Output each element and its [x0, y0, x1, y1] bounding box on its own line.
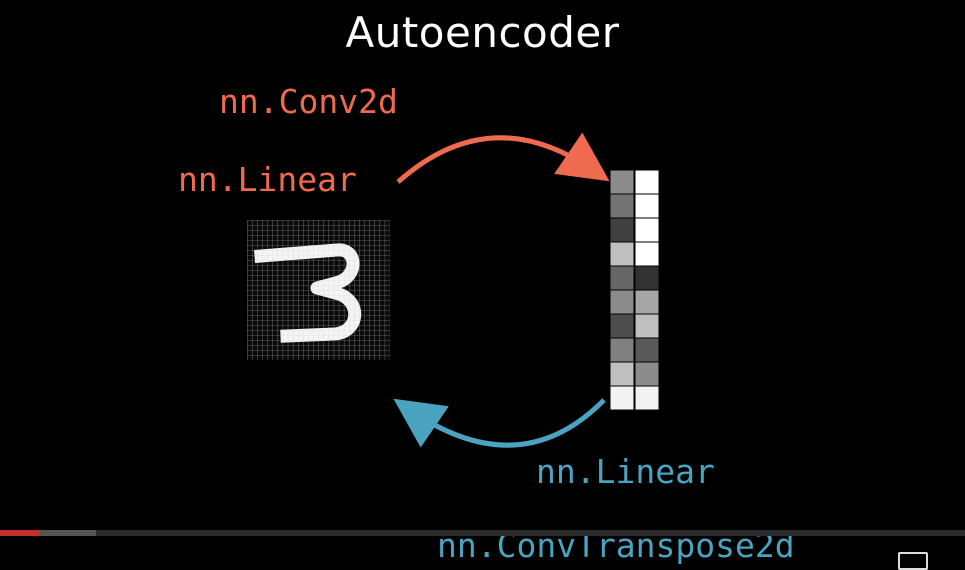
- latent-vector: [610, 170, 660, 410]
- latent-cell: [610, 289, 635, 315]
- latent-cell: [610, 193, 635, 219]
- encoder-label-conv2d: nn.Conv2d: [219, 82, 398, 121]
- encoder-label-linear: nn.Linear: [178, 160, 357, 199]
- latent-cell: [610, 217, 635, 243]
- latent-cell: [634, 385, 660, 410]
- latent-cell: [610, 361, 635, 387]
- latent-cell: [634, 241, 660, 267]
- latent-cell: [610, 170, 635, 195]
- latent-cell: [610, 385, 635, 410]
- video-progress-bar[interactable]: [0, 530, 965, 536]
- latent-cell: [634, 289, 660, 315]
- latent-cell: [634, 193, 660, 219]
- decoder-label-linear: nn.Linear: [536, 452, 715, 491]
- mnist-digit-image: [247, 220, 390, 360]
- latent-cell: [634, 170, 660, 195]
- decoder-arrow: [393, 398, 606, 448]
- slide-title: Autoencoder: [345, 8, 620, 57]
- fullscreen-icon[interactable]: [898, 552, 928, 570]
- latent-column-right: [634, 170, 660, 410]
- latent-cell: [634, 217, 660, 243]
- latent-cell: [634, 361, 660, 387]
- latent-cell: [634, 265, 660, 291]
- encoder-arrow: [396, 132, 610, 184]
- latent-cell: [610, 337, 635, 363]
- latent-cell: [634, 337, 660, 363]
- latent-cell: [610, 241, 635, 267]
- latent-cell: [610, 265, 635, 291]
- latent-cell: [634, 313, 660, 339]
- progress-buffered: [38, 530, 97, 536]
- latent-cell: [610, 313, 635, 339]
- latent-column-left: [610, 170, 635, 410]
- progress-played: [0, 530, 39, 536]
